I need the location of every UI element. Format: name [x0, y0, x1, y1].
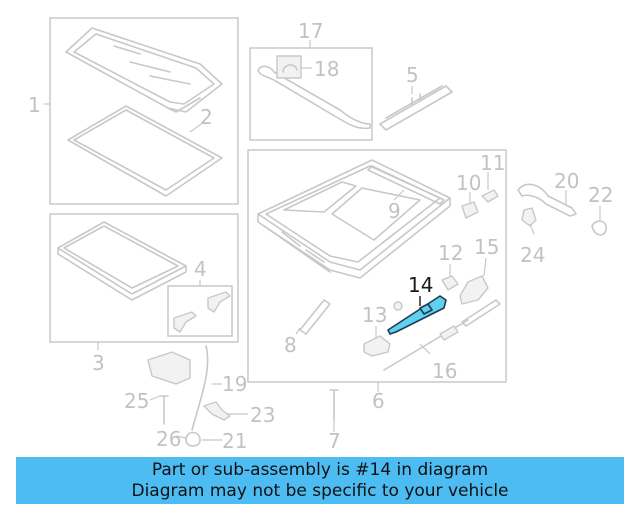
callout-9: 9 — [388, 199, 401, 223]
hose-part-20 — [517, 183, 577, 217]
highlighted-part-14-tab — [419, 303, 433, 315]
side-rail-right — [461, 299, 501, 327]
rail-part-9 — [367, 165, 445, 205]
highlighted-part-14 — [387, 295, 447, 335]
callout-18: 18 — [314, 57, 339, 81]
callout-3: 3 — [92, 351, 105, 375]
screw-part-26 — [159, 395, 169, 425]
parts-diagram: 1 2 3 4 5 6 7 8 9 10 11 12 13 14 15 16 1… — [28, 17, 613, 453]
callout-4: 4 — [194, 257, 207, 281]
callout-20: 20 — [554, 169, 579, 193]
callout-22: 22 — [588, 183, 613, 207]
callout-7: 7 — [328, 429, 341, 453]
callout-23: 23 — [250, 403, 275, 427]
hose-part-19 — [191, 345, 209, 431]
clip-part-24 — [521, 207, 537, 227]
callout-11: 11 — [480, 151, 505, 175]
banner-line-1: Part or sub-assembly is #14 in diagram — [151, 459, 489, 480]
motor-part-13 — [363, 335, 391, 357]
callout-numbers: 1 2 3 4 5 6 7 8 9 10 11 12 13 14 15 16 1… — [28, 19, 613, 453]
callout-15: 15 — [474, 235, 499, 259]
sunroof-frame-part — [257, 159, 451, 279]
block-part-12 — [441, 275, 459, 291]
callout-25: 25 — [124, 389, 149, 413]
callout-17: 17 — [298, 19, 323, 43]
clamp-part-22 — [591, 220, 607, 236]
group-box-6 — [247, 149, 507, 383]
bolt-near-14 — [393, 301, 403, 311]
callout-1: 1 — [28, 93, 41, 117]
deflector-part — [379, 85, 453, 131]
motor-housing-part-25 — [147, 351, 191, 385]
group-box-1 — [49, 17, 239, 205]
banner-line-2: Diagram may not be specific to your vehi… — [131, 480, 509, 501]
callout-13: 13 — [362, 303, 387, 327]
clip-part-23 — [203, 401, 231, 421]
callout-8: 8 — [284, 333, 297, 357]
group-box-3 — [49, 213, 239, 343]
callout-10: 10 — [456, 171, 481, 195]
callout-21: 21 — [222, 429, 247, 453]
callout-19: 19 — [222, 372, 247, 396]
bolt-part-7 — [329, 389, 339, 421]
cable-end — [439, 325, 459, 341]
rail-part-8 — [299, 299, 331, 335]
bracket-part-15 — [459, 275, 489, 305]
callout-26: 26 — [156, 427, 181, 451]
callout-6: 6 — [372, 389, 385, 413]
group-box-17 — [249, 47, 373, 141]
info-banner: Part or sub-assembly is #14 in diagram D… — [16, 457, 624, 504]
leader-lines — [44, 40, 601, 441]
drain-channel-part — [257, 55, 371, 130]
callout-24: 24 — [520, 243, 545, 267]
callout-12: 12 — [438, 241, 463, 265]
callout-14-highlighted: 14 — [408, 273, 433, 297]
callout-2: 2 — [200, 105, 213, 129]
sunshade-part — [57, 221, 187, 301]
clip-parts — [173, 291, 231, 333]
weatherstrip-part — [67, 105, 223, 197]
grommet-part-21 — [185, 431, 201, 447]
callout-5: 5 — [406, 63, 419, 87]
glass-panel-part — [65, 27, 223, 113]
callout-16: 16 — [432, 359, 457, 383]
bracket-parts — [461, 189, 499, 219]
